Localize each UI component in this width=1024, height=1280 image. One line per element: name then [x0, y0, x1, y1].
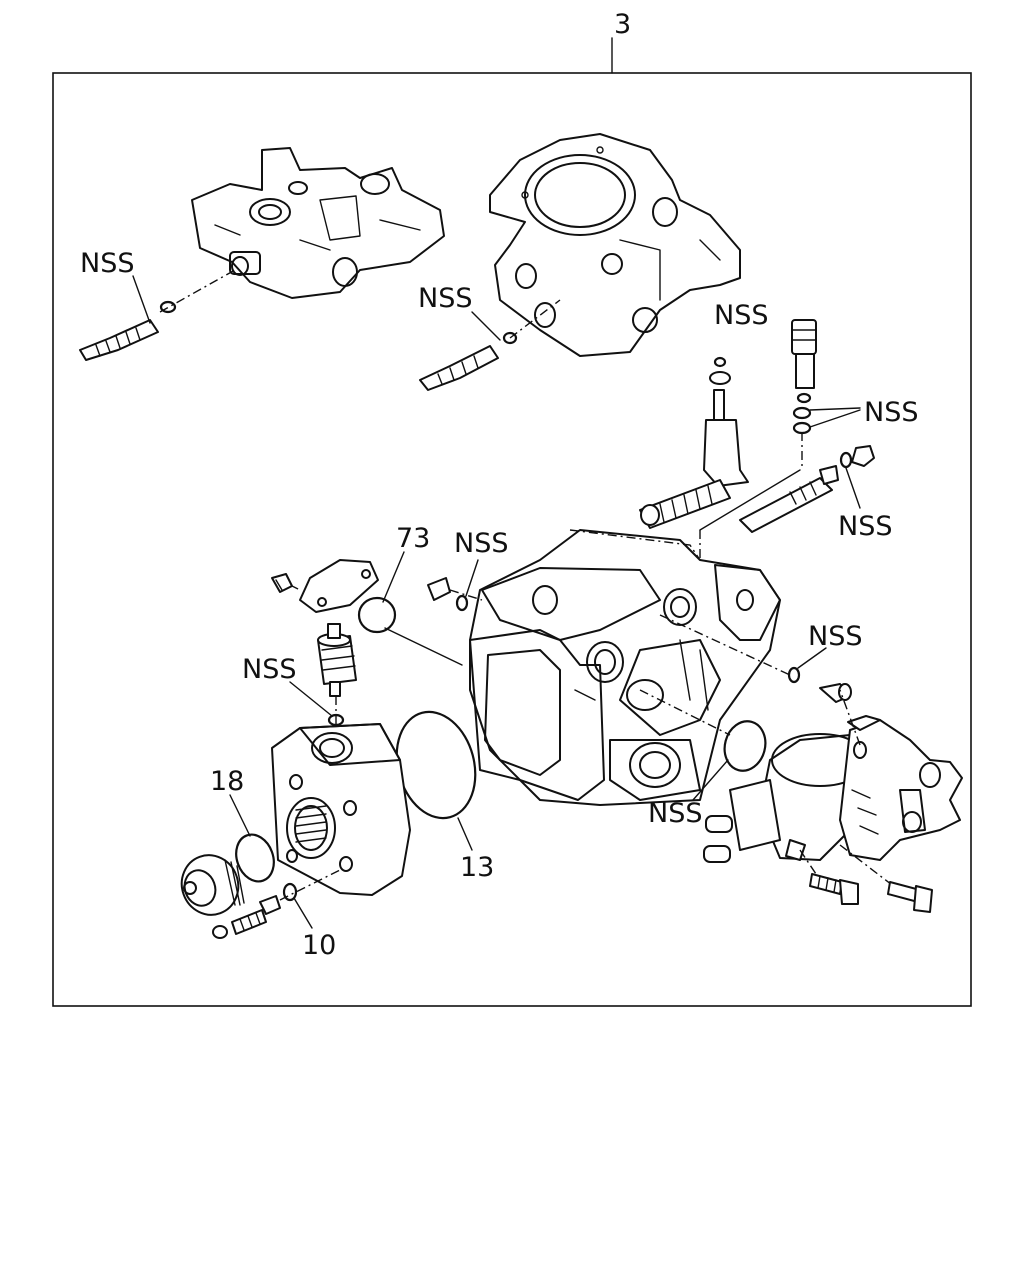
o-ring-right — [723, 720, 767, 772]
callout-nss-top-left: NSS — [80, 248, 134, 279]
callout-10: 10 — [302, 930, 336, 961]
washer-10 — [282, 882, 298, 902]
governor-shaft-assembly — [639, 356, 749, 529]
assembly-frame — [52, 72, 972, 1007]
callout-13: 13 — [460, 852, 494, 883]
callout-18: 18 — [210, 766, 244, 797]
callout-3: 3 — [614, 9, 631, 40]
o-ring-73 — [357, 596, 397, 634]
callout-nss-top-center: NSS — [418, 283, 472, 314]
callout-nss-bottom-right: NSS — [648, 798, 702, 829]
o-ring-top-left — [159, 300, 177, 314]
callout-nss-left-valve: NSS — [242, 654, 296, 685]
upper-left-housing — [191, 147, 445, 299]
regulating-valve-assembly — [739, 319, 875, 533]
fitting-top-left — [79, 319, 159, 361]
fuel-cut-solenoid — [703, 683, 963, 863]
callout-nss-mid: NSS — [454, 528, 508, 559]
solenoid-valve-left — [317, 623, 357, 745]
fitting-top-center — [419, 345, 499, 391]
o-ring-top-center — [502, 331, 518, 345]
mounting-bolts-right — [809, 873, 933, 913]
main-pump-housing — [469, 529, 781, 806]
callout-nss-right-washer: NSS — [838, 511, 892, 542]
o-ring-18 — [235, 833, 275, 883]
feed-pump-rotor — [180, 854, 281, 939]
callout-nss-right-oring: NSS — [808, 621, 862, 652]
feed-pump-cover — [271, 723, 411, 896]
upper-center-housing — [489, 133, 741, 357]
callout-73: 73 — [396, 523, 430, 554]
cover-plate-73 — [271, 551, 463, 666]
callout-nss-top-right-1: NSS — [714, 300, 768, 331]
callout-nss-top-right-2: NSS — [864, 397, 918, 428]
small-bolt-washer — [427, 577, 483, 612]
